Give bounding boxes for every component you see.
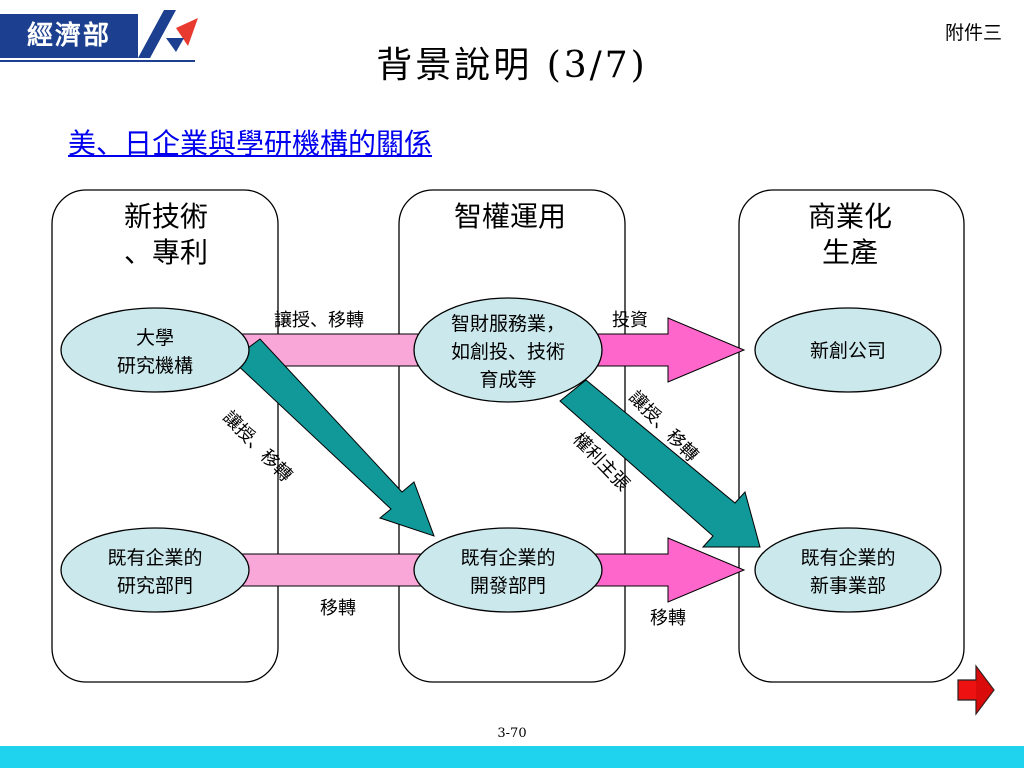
node-ip-service-line2: 如創投、技術 bbox=[451, 341, 565, 363]
arrow-research-to-dev bbox=[237, 553, 431, 587]
ministry-logo: 經濟部 bbox=[0, 10, 200, 64]
next-slide-arrow-icon[interactable] bbox=[956, 664, 996, 716]
edge-label-uni-to-ip: 讓授、移轉 bbox=[274, 310, 364, 331]
node-startup-text: 新創公司 bbox=[810, 340, 886, 362]
node-corp-newbiz-line2: 新事業部 bbox=[810, 575, 886, 597]
node-corp-dev-line2: 開發部門 bbox=[470, 575, 546, 597]
arrow-ip-to-startup bbox=[589, 317, 746, 383]
edge-label-ip-to-startup: 投資 bbox=[612, 310, 648, 331]
node-university bbox=[60, 307, 250, 393]
logo-underline bbox=[0, 60, 195, 62]
annex-label: 附件三 bbox=[944, 22, 1002, 44]
page-title: 背景說明 (3/7) bbox=[376, 45, 648, 86]
logo-mark-icon bbox=[138, 10, 198, 58]
edge-label-dev-to-newbiz: 移轉 bbox=[650, 608, 686, 629]
node-corp-dev bbox=[413, 527, 603, 613]
node-corp-newbiz-line1: 既有企業的 bbox=[800, 547, 895, 569]
node-corp-dev-line1: 既有企業的 bbox=[460, 547, 555, 569]
node-corp-research bbox=[60, 527, 250, 613]
bottom-bar bbox=[0, 746, 1024, 768]
edge-label-research-to-dev: 移轉 bbox=[320, 598, 356, 619]
node-university-line2: 研究機構 bbox=[117, 355, 193, 377]
column-heading-tech-line1: 新技術 bbox=[124, 200, 208, 233]
node-ip-service bbox=[413, 297, 603, 403]
arrow-uni-to-dev bbox=[231, 338, 435, 537]
node-corp-research-line2: 研究部門 bbox=[117, 575, 193, 597]
arrow-dev-to-newbiz bbox=[589, 537, 746, 603]
logo-text: 經濟部 bbox=[0, 14, 138, 58]
section-subtitle-link[interactable]: 美、日企業與學研機構的關係 bbox=[68, 127, 433, 160]
node-corp-research-line1: 既有企業的 bbox=[107, 547, 202, 569]
column-heading-biz-line2: 生產 bbox=[822, 236, 878, 269]
column-heading-biz-line1: 商業化 bbox=[808, 200, 892, 233]
node-university-line1: 大學 bbox=[136, 327, 174, 349]
page-number: 3-70 bbox=[497, 726, 527, 741]
column-heading-ip: 智權運用 bbox=[454, 200, 566, 233]
arrow-ip-to-newbiz bbox=[559, 379, 761, 548]
node-ip-service-line1: 智財服務業， bbox=[451, 313, 565, 335]
node-corp-newbiz bbox=[754, 527, 942, 613]
column-heading-tech-line2: 、專利 bbox=[124, 236, 208, 269]
node-startup bbox=[754, 307, 942, 393]
node-ip-service-line3: 育成等 bbox=[479, 369, 536, 391]
